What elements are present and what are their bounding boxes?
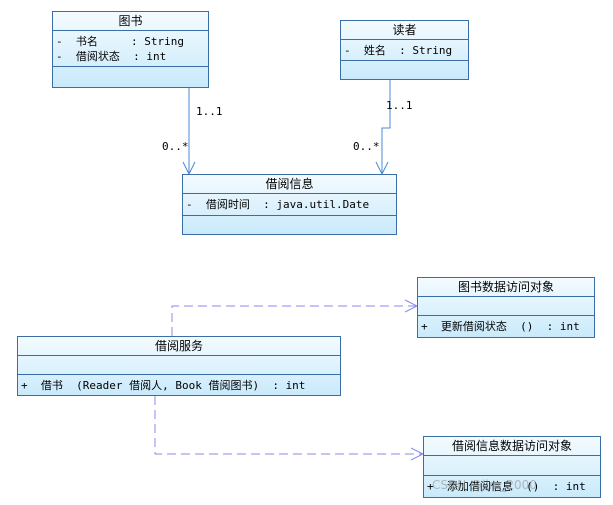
attributes-section: - 姓名 : String bbox=[341, 39, 468, 60]
attributes-section: - 书名 : String - 借阅状态 : int bbox=[53, 30, 208, 66]
class-name: 读者 bbox=[392, 23, 417, 37]
class-name: 图书 bbox=[118, 14, 143, 28]
class-name: 借阅服务 bbox=[154, 339, 203, 353]
multiplicity-book-source: 1..1 bbox=[196, 105, 223, 118]
attribute-row: - 姓名 : String bbox=[344, 44, 453, 57]
class-borrow-info[interactable]: 借阅信息 - 借阅时间 : java.util.Date bbox=[182, 174, 397, 235]
association-reader-borrowinfo bbox=[381, 80, 391, 174]
class-name: 图书数据访问对象 bbox=[457, 280, 554, 294]
multiplicity-reader-target: 0..* bbox=[353, 140, 380, 153]
dependency-service-bookdao bbox=[171, 305, 417, 336]
dependency-service-borrowinfodao bbox=[154, 396, 423, 455]
class-name: 借阅信息数据访问对象 bbox=[451, 439, 572, 453]
attributes-section bbox=[18, 355, 340, 374]
operations-section: + 更新借阅状态 () : int bbox=[418, 315, 594, 337]
class-book[interactable]: 图书 - 书名 : String - 借阅状态 : int bbox=[52, 11, 209, 88]
attributes-section: - 借阅时间 : java.util.Date bbox=[183, 193, 396, 215]
operation-row: + 添加借阅信息 () : int bbox=[427, 480, 586, 493]
multiplicity-reader-source: 1..1 bbox=[386, 99, 413, 112]
operation-row: + 更新借阅状态 () : int bbox=[421, 320, 580, 333]
class-reader[interactable]: 读者 - 姓名 : String bbox=[340, 20, 469, 80]
operations-section bbox=[183, 215, 396, 234]
operations-section: + 借书 (Reader 借阅人, Book 借阅图书) : int bbox=[18, 374, 340, 395]
class-book-dao[interactable]: 图书数据访问对象 + 更新借阅状态 () : int bbox=[417, 277, 595, 338]
class-borrow-info-dao[interactable]: 借阅信息数据访问对象 + 添加借阅信息 () : int bbox=[423, 436, 601, 498]
operations-section bbox=[53, 66, 208, 87]
operations-section: + 添加借阅信息 () : int bbox=[424, 475, 600, 497]
multiplicity-book-target: 0..* bbox=[162, 140, 189, 153]
attribute-row: - 借阅状态 : int bbox=[56, 50, 167, 63]
attribute-row: - 借阅时间 : java.util.Date bbox=[186, 198, 370, 211]
class-name: 借阅信息 bbox=[265, 177, 314, 191]
attributes-section bbox=[424, 455, 600, 475]
attributes-section bbox=[418, 296, 594, 315]
class-borrow-service[interactable]: 借阅服务 + 借书 (Reader 借阅人, Book 借阅图书) : int bbox=[17, 336, 341, 396]
watermark: CSDN @jim_2000 bbox=[432, 478, 537, 492]
operation-row: + 借书 (Reader 借阅人, Book 借阅图书) : int bbox=[21, 379, 306, 392]
attribute-row: - 书名 : String bbox=[56, 35, 184, 48]
operations-section bbox=[341, 60, 468, 79]
